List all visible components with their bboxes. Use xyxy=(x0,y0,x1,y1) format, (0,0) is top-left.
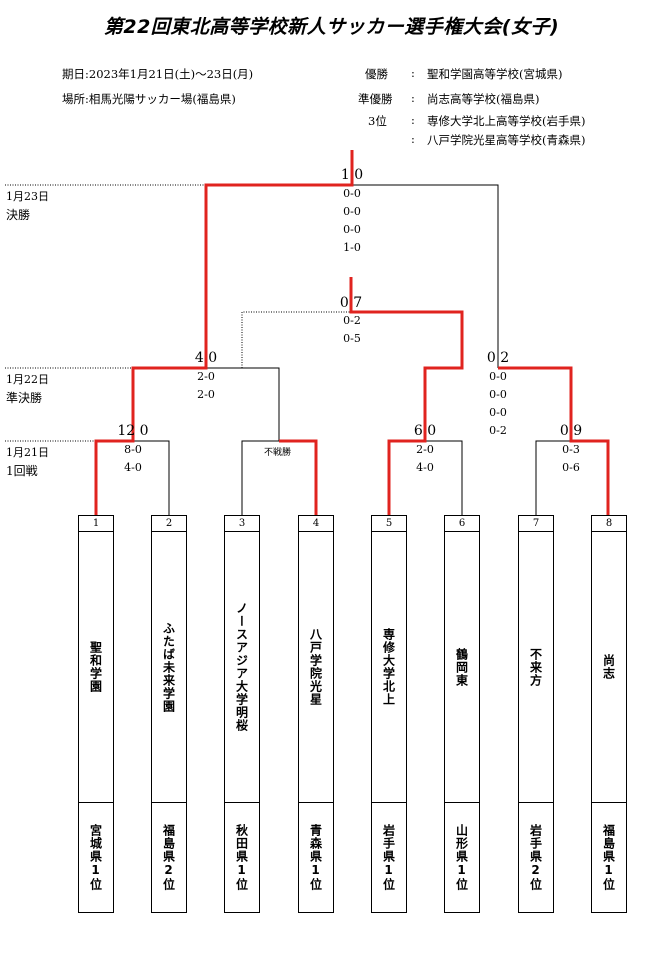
r1a-score: 12 0 xyxy=(117,423,149,439)
team-prefecture: 秋田県1位 xyxy=(234,823,249,891)
r1d-score: 0 9 xyxy=(559,423,583,439)
r1d-line-loser xyxy=(535,440,571,515)
final-line-loser xyxy=(352,184,499,368)
team-box-3: 3 ノースアジア大学明桜 秋田県1位 xyxy=(224,515,260,913)
champion-path xyxy=(94,150,354,515)
final-score: 1 0 xyxy=(340,167,364,183)
first-round-name: 1回戦 xyxy=(6,464,38,478)
r1b-line-loser xyxy=(241,440,279,515)
final-round-name: 決勝 xyxy=(6,208,31,222)
event-date: 期日:2023年1月21日(土)～23日(月) xyxy=(62,67,254,81)
team-prefecture: 福島県1位 xyxy=(601,823,616,891)
team-prefecture: 福島県2位 xyxy=(161,823,176,891)
sf2-winner-line xyxy=(498,366,610,515)
team-prefecture: 青森県1位 xyxy=(308,823,323,891)
third-place-score: 0 7 xyxy=(339,295,363,311)
team-number: 7 xyxy=(519,516,553,532)
result-rank-2: 準優勝 xyxy=(358,92,393,106)
team-number: 4 xyxy=(299,516,333,532)
final-halves: 0-0 0-0 0-0 1-0 xyxy=(343,187,361,254)
team-name: 専修大学北上 xyxy=(381,628,396,706)
semi-date: 1月22日 xyxy=(6,373,49,386)
result-team-3: 専修大学北上高等学校(岩手県) xyxy=(427,114,586,128)
team-box-8: 8 尚志 福島県1位 xyxy=(591,515,627,913)
semi-round-name: 準決勝 xyxy=(6,391,43,405)
team-name: 尚志 xyxy=(601,654,616,680)
result-sep-1: : xyxy=(411,66,415,80)
team-number: 1 xyxy=(79,516,113,532)
result-sep-3: : xyxy=(411,113,415,127)
r1b-walkover-note: 不戦勝 xyxy=(264,448,292,458)
result-rank-1: 優勝 xyxy=(365,67,388,81)
final-date: 1月23日 xyxy=(6,190,49,203)
sf1-halves: 2-0 2-0 xyxy=(197,370,215,401)
team-prefecture: 山形県1位 xyxy=(454,823,469,891)
team-number: 8 xyxy=(592,516,626,532)
team-number: 3 xyxy=(225,516,259,532)
result-rank-3: 3位 xyxy=(368,114,387,128)
team-name: ふたば未来学園 xyxy=(161,621,176,713)
sf1-line-loser xyxy=(206,367,280,441)
team-name: 鶴岡東 xyxy=(454,647,469,687)
sf2-score: 0 2 xyxy=(486,350,510,366)
team-number: 2 xyxy=(152,516,186,532)
r1c-halves: 2-0 4-0 xyxy=(416,443,434,474)
team-name: 聖和学園 xyxy=(88,641,103,693)
result-sep-4: : xyxy=(411,132,415,146)
team-name: 八戸学院光星 xyxy=(308,628,323,706)
sf2-halves: 0-0 0-0 0-0 0-2 xyxy=(489,370,507,437)
third-place-winner-path xyxy=(349,277,464,515)
team-name: 不来方 xyxy=(528,647,543,687)
team-box-4: 4 八戸学院光星 青森県1位 xyxy=(298,515,334,913)
team-box-1: 1 聖和学園 宮城県1位 xyxy=(78,515,114,913)
team-number: 5 xyxy=(372,516,406,532)
team-prefecture: 岩手県2位 xyxy=(528,823,543,891)
team-name: ノースアジア大学明桜 xyxy=(234,602,249,732)
r1a-halves: 8-0 4-0 xyxy=(124,443,142,474)
third-place-guide xyxy=(241,311,351,368)
team-box-5: 5 専修大学北上 岩手県1位 xyxy=(371,515,407,913)
r1c-line-loser xyxy=(425,440,463,515)
sf1-score: 4 0 xyxy=(194,350,218,366)
team-box-6: 6 鶴岡東 山形県1位 xyxy=(444,515,480,913)
r1a-line-loser xyxy=(133,440,170,515)
team-number: 6 xyxy=(445,516,479,532)
page-title: 第22回東北高等学校新人サッカー選手権大会(女子) xyxy=(103,16,560,38)
team-prefecture: 岩手県1位 xyxy=(381,823,396,891)
result-team-4: 八戸学院光星高等学校(青森県) xyxy=(427,133,586,147)
first-date: 1月21日 xyxy=(6,446,49,459)
event-venue: 場所:相馬光陽サッカー場(福島県) xyxy=(62,92,236,106)
r1c-score: 6 0 xyxy=(413,423,437,439)
result-sep-2: : xyxy=(411,91,415,105)
r1d-halves: 0-3 0-6 xyxy=(562,443,580,474)
result-team-2: 尚志高等学校(福島県) xyxy=(427,92,540,106)
team-prefecture: 宮城県1位 xyxy=(88,823,103,891)
r1b-winner-line xyxy=(279,439,318,515)
third-place-halves: 0-2 0-5 xyxy=(343,314,361,345)
team-box-2: 2 ふたば未来学園 福島県2位 xyxy=(151,515,187,913)
team-box-7: 7 不来方 岩手県2位 xyxy=(518,515,554,913)
result-team-1: 聖和学園高等学校(宮城県) xyxy=(427,67,563,81)
